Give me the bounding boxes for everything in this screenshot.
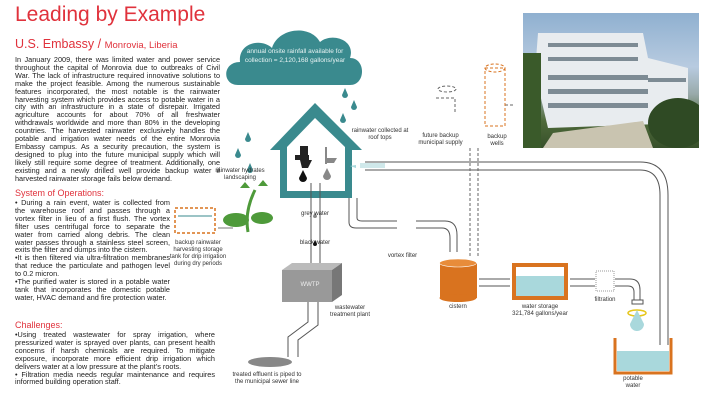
backup-well-icon (484, 67, 506, 127)
operations-item: • During a rain event, water is collecte… (15, 198, 170, 255)
plant-icon (223, 180, 273, 233)
challenges-item: •Using treated wastewater for spray irri… (15, 330, 215, 371)
grey-water-label: grey water (300, 211, 329, 217)
subtitle-location: Monrovia, Liberia (104, 40, 178, 51)
operations-heading: System of Operations: (15, 188, 105, 198)
operations-item: •It is then filtered via ultra-filtratio… (15, 253, 170, 279)
intro-text: In January 2009, there was limited water… (15, 55, 220, 183)
wwtp-text: WWTP (300, 282, 320, 288)
challenges-item: • Filtration media needs regular mainten… (15, 369, 215, 387)
potable-tank-icon (613, 338, 673, 375)
potable-label: potable water (623, 376, 643, 389)
embassy-photo (523, 13, 699, 148)
challenges-heading: Challenges: (15, 320, 63, 330)
cistern-label: cistern (449, 304, 467, 310)
raindrop-icons (235, 88, 357, 173)
wells-label: backup wells (487, 134, 507, 147)
challenges-list: •Using treated wastewater for spray irri… (15, 331, 215, 386)
wwtp-label: wastewater treatment plant (329, 305, 371, 318)
municipal-label: future backup municipal supply (418, 133, 463, 146)
effluent-label: treated effluent is piped to the municip… (232, 372, 302, 385)
filtration-icon (595, 270, 615, 292)
landscaping-label: rainwater hydrates landscaping (215, 168, 265, 181)
backup-tank-icon (174, 207, 216, 234)
cloud-label: annual onsite rainfall available for col… (244, 48, 346, 64)
vortex-filter-label: vortex filter (387, 253, 418, 259)
black-water-label: black water (299, 240, 331, 246)
wwtp-box (282, 263, 342, 302)
page-title: Leading by Example (15, 3, 206, 26)
embassy-building-image (523, 33, 699, 148)
cloud-shape (226, 30, 362, 85)
backup-tank-label: backup rainwater harvesting storage tank… (169, 240, 227, 267)
cistern-icon (439, 258, 477, 302)
operations-item: •The purified water is stored in a potab… (15, 277, 170, 302)
operations-list: • During a rain event, water is collecte… (15, 199, 170, 302)
rooftops-label: rainwater collected at roof tops (351, 128, 409, 141)
subtitle: U.S. Embassy / Monrovia, Liberia (15, 37, 177, 51)
storage-title: water storage (521, 304, 559, 310)
storage-amount: 321,784 gallons/year (512, 311, 568, 317)
house-icon (270, 103, 362, 198)
subtitle-main: U.S. Embassy / (15, 37, 105, 51)
sewer-manhole (248, 357, 292, 367)
filtration-label: filtration (594, 297, 616, 303)
water-drop-icon (630, 310, 644, 331)
